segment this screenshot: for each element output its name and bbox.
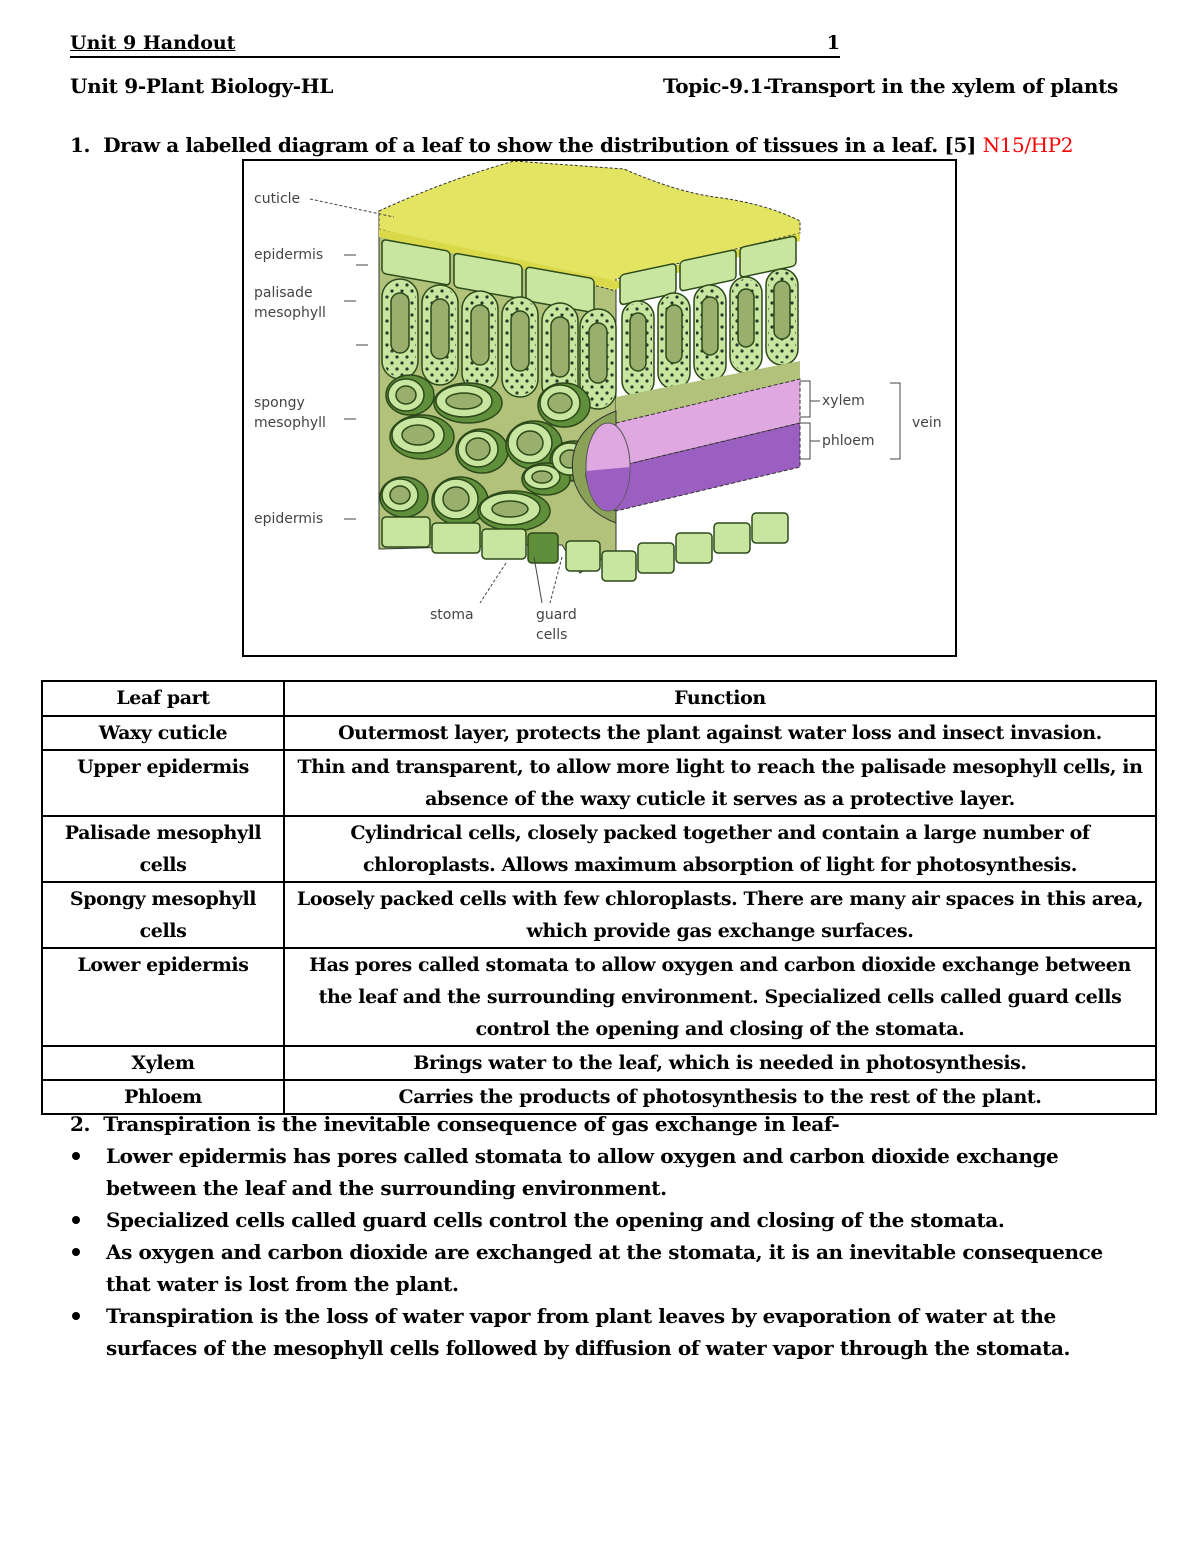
leaf-part-cell: Palisade mesophyll cells bbox=[41, 815, 285, 883]
list-item: Transpiration is the loss of water vapor… bbox=[70, 1300, 1150, 1364]
label-epidermis-upper: epidermis bbox=[254, 247, 324, 263]
table-row: Spongy mesophyll cells Loosely packed ce… bbox=[41, 881, 1157, 949]
function-cell: Outermost layer, protects the plant agai… bbox=[283, 715, 1157, 751]
handout-title: Unit 9 Handout bbox=[70, 32, 236, 54]
function-cell: Brings water to the leaf, which is neede… bbox=[283, 1045, 1157, 1081]
label-phloem: phloem bbox=[822, 433, 875, 449]
table-row: Phloem Carries the products of photosynt… bbox=[41, 1079, 1157, 1115]
table-row: Lower epidermis Has pores called stomata… bbox=[41, 947, 1157, 1047]
transpiration-bullet-list: Lower epidermis has pores called stomata… bbox=[70, 1140, 1150, 1364]
function-cell: Loosely packed cells with few chloroplas… bbox=[283, 881, 1157, 949]
label-vein: vein bbox=[912, 415, 942, 431]
leaf-part-cell: Spongy mesophyll cells bbox=[41, 881, 285, 949]
leaf-cross-section-illustration bbox=[309, 160, 901, 604]
label-palisade: palisade mesophyll bbox=[254, 285, 326, 321]
question-1: 1. Draw a labelled diagram of a leaf to … bbox=[70, 133, 1073, 157]
function-cell: Cylindrical cells, closely packed togeth… bbox=[283, 815, 1157, 883]
function-cell: Has pores called stomata to allow oxygen… bbox=[283, 947, 1157, 1047]
leaf-function-table: Leaf part Function Waxy cuticle Outermos… bbox=[41, 680, 1157, 1115]
question-1-reference: N15/HP2 bbox=[982, 133, 1074, 157]
leaf-part-cell: Phloem bbox=[41, 1079, 285, 1115]
list-item: As oxygen and carbon dioxide are exchang… bbox=[70, 1236, 1150, 1300]
bullet-icon bbox=[72, 1248, 80, 1256]
header-leaf-part: Leaf part bbox=[41, 680, 285, 717]
label-epidermis-lower: epidermis bbox=[254, 511, 324, 527]
function-cell: Thin and transparent, to allow more ligh… bbox=[283, 749, 1157, 817]
question-1-number: 1. bbox=[70, 133, 91, 157]
list-item: Specialized cells called guard cells con… bbox=[70, 1204, 1150, 1236]
topic-title: Topic-9.1-Transport in the xylem of plan… bbox=[662, 74, 1118, 98]
bullet-icon bbox=[72, 1216, 80, 1224]
table-row: Upper epidermis Thin and transparent, to… bbox=[41, 749, 1157, 817]
page-number: 1 bbox=[826, 32, 840, 54]
leaf-diagram: cuticle epidermis palisade mesophyll spo… bbox=[242, 159, 957, 657]
table-header-row: Leaf part Function bbox=[41, 680, 1157, 717]
header-function: Function bbox=[283, 680, 1157, 717]
question-2: 2. Transpiration is the inevitable conse… bbox=[70, 1112, 840, 1136]
table-row: Palisade mesophyll cells Cylindrical cel… bbox=[41, 815, 1157, 883]
label-guard-cells: guard cells bbox=[536, 607, 577, 643]
label-stoma: stoma bbox=[430, 607, 474, 623]
function-cell: Carries the products of photosynthesis t… bbox=[283, 1079, 1157, 1115]
label-cuticle: cuticle bbox=[254, 191, 301, 207]
handout-header: Unit 9 Handout 1 bbox=[70, 32, 840, 58]
question-2-text: Transpiration is the inevitable conseque… bbox=[103, 1112, 840, 1136]
leaf-part-cell: Lower epidermis bbox=[41, 947, 285, 1047]
list-item: Lower epidermis has pores called stomata… bbox=[70, 1140, 1150, 1204]
bullet-icon bbox=[72, 1312, 80, 1320]
bullet-icon bbox=[72, 1152, 80, 1160]
leaf-part-cell: Waxy cuticle bbox=[41, 715, 285, 751]
leaf-part-cell: Upper epidermis bbox=[41, 749, 285, 817]
label-spongy: spongy mesophyll bbox=[254, 395, 326, 431]
table-row: Waxy cuticle Outermost layer, protects t… bbox=[41, 715, 1157, 751]
unit-title: Unit 9-Plant Biology-HL bbox=[70, 74, 334, 98]
label-xylem: xylem bbox=[822, 393, 865, 409]
question-2-number: 2. bbox=[70, 1112, 91, 1136]
leaf-part-cell: Xylem bbox=[41, 1045, 285, 1081]
table-row: Xylem Brings water to the leaf, which is… bbox=[41, 1045, 1157, 1081]
question-1-text: Draw a labelled diagram of a leaf to sho… bbox=[103, 133, 976, 157]
